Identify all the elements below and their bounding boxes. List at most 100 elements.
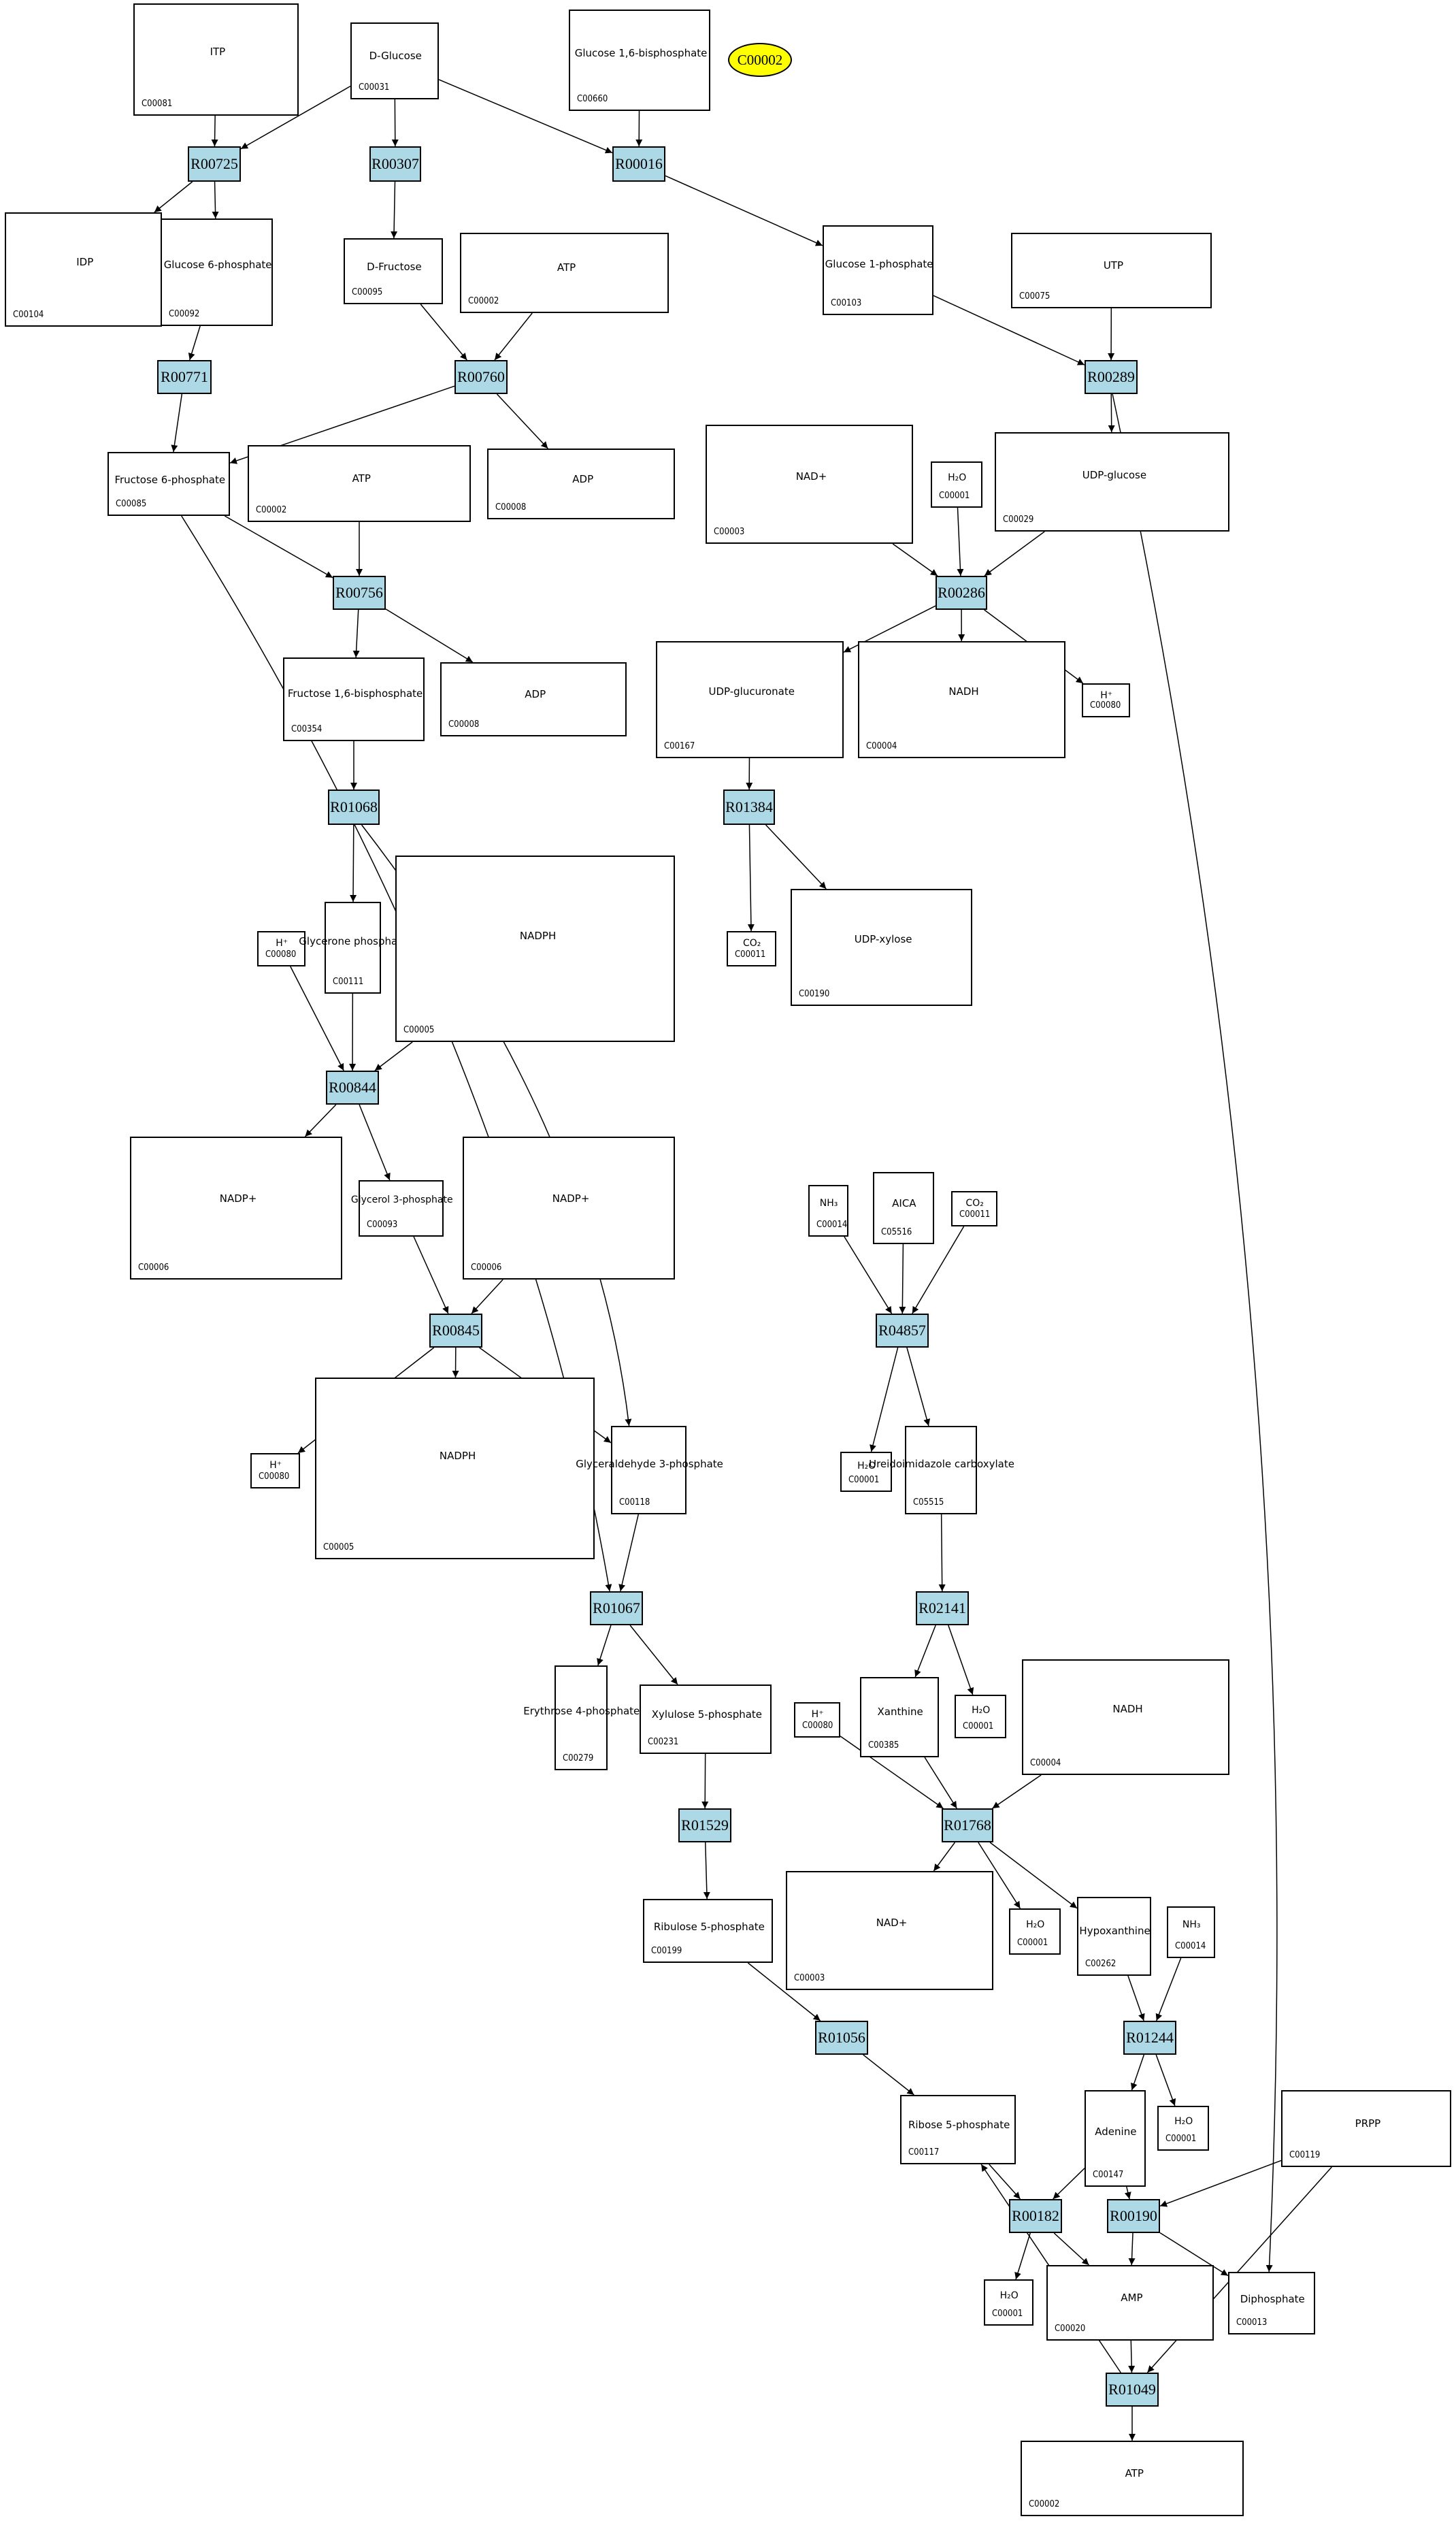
reaction-label: R00756 (335, 584, 383, 601)
compound-node-c00006[interactable]: NADP+C00006 (463, 1137, 675, 1280)
compound-id-label: C00031 (359, 82, 390, 93)
reaction-node-r00756[interactable]: R00756 (333, 576, 386, 610)
compound-id-label: C00095 (352, 287, 383, 297)
structure-image: NADPH (519, 930, 557, 943)
structure-image: UDP-glucose (1082, 469, 1147, 482)
reaction-label: R00725 (191, 155, 238, 172)
reaction-node-r02141[interactable]: R02141 (916, 1591, 969, 1625)
structure-image: D-Glucose (369, 49, 422, 62)
reaction-node-r01384[interactable]: R01384 (723, 790, 775, 825)
reaction-node-r01529[interactable]: R01529 (678, 1808, 731, 1842)
structure-image: NH₃ (1182, 1919, 1201, 1930)
compound-id-label: C00080 (1090, 700, 1121, 711)
reaction-node-r00725[interactable]: R00725 (188, 146, 241, 182)
edge-arrow (385, 608, 474, 663)
reaction-node-r00182[interactable]: R00182 (1009, 2199, 1062, 2233)
compound-id-label: C00081 (142, 99, 173, 109)
edge-arrow (494, 312, 533, 361)
edge-arrow (665, 175, 823, 246)
edge-arrow (359, 1104, 391, 1181)
compound-node-c00003[interactable]: NAD+C00003 (786, 1871, 993, 1990)
reaction-node-r00771[interactable]: R00771 (157, 360, 212, 394)
compound-node-c00080[interactable]: H⁺C00080 (1082, 683, 1130, 717)
edge-arrow (211, 115, 218, 147)
edge-arrow (912, 1226, 965, 1314)
reaction-node-r01068[interactable]: R01068 (328, 790, 380, 825)
compound-node-c00080[interactable]: H⁺C00080 (250, 1453, 300, 1488)
reaction-node-r01067[interactable]: R01067 (590, 1591, 643, 1625)
edge-arrow (984, 531, 1045, 576)
reaction-node-r00844[interactable]: R00844 (326, 1071, 379, 1105)
compound-id-label: C00262 (1085, 1959, 1116, 1969)
compound-node-c00006[interactable]: NADP+C00006 (130, 1137, 342, 1280)
reaction-node-r01056[interactable]: R01056 (815, 2021, 868, 2055)
compound-id-label: C00004 (1030, 1758, 1061, 1768)
compound-node-c00080[interactable]: H⁺C00080 (257, 931, 305, 966)
reaction-node-r00016[interactable]: R00016 (612, 146, 665, 182)
edge-arrow (870, 1347, 899, 1452)
reaction-node-r00190[interactable]: R00190 (1107, 2199, 1160, 2233)
reaction-node-r04857[interactable]: R04857 (876, 1314, 929, 1348)
compound-id-label: C00008 (448, 719, 480, 730)
structure-image: ADP (525, 688, 546, 701)
highlighted-compound[interactable]: C00002 (728, 43, 792, 77)
compound-node-c00003[interactable]: NAD+C00003 (706, 425, 913, 544)
compound-node-c00008[interactable]: ADP C00008 (440, 662, 627, 736)
reaction-node-r00289[interactable]: R00289 (1085, 360, 1138, 394)
reaction-node-r00845[interactable]: R00845 (429, 1314, 482, 1348)
compound-node-c00080[interactable]: H⁺C00080 (794, 1702, 840, 1738)
reaction-node-r00307[interactable]: R00307 (369, 146, 421, 182)
reaction-node-r01244[interactable]: R01244 (1123, 2021, 1176, 2055)
reaction-node-r00760[interactable]: R00760 (454, 360, 508, 394)
reaction-node-r00286[interactable]: R00286 (936, 576, 987, 610)
reaction-node-r01768[interactable]: R01768 (942, 1808, 993, 1842)
reaction-node-r01049[interactable]: R01049 (1106, 2373, 1159, 2407)
